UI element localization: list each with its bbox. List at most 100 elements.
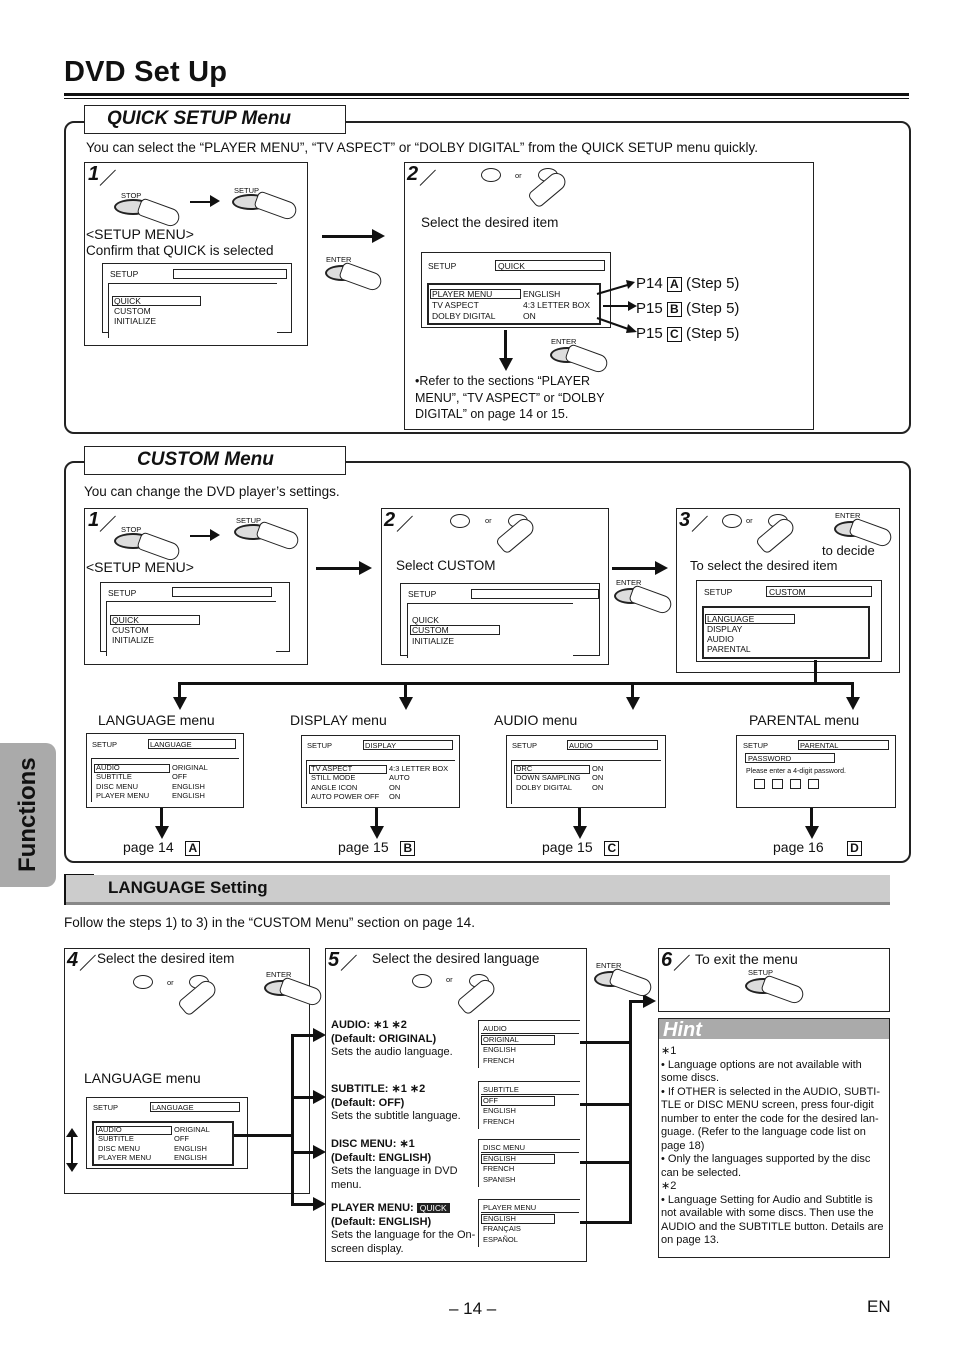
hint-title: Hint <box>663 1019 702 1041</box>
flow-arrow <box>322 235 374 238</box>
screen-title: SETUP <box>408 589 437 599</box>
flow-arrow-head <box>655 561 668 575</box>
option-highlight <box>481 1096 555 1106</box>
connector-arrow-head <box>643 994 656 1008</box>
row-value: 4:3 LETTER BOX <box>389 764 449 773</box>
digit-box <box>790 779 801 789</box>
screen-row-name: TV ASPECT <box>432 300 479 310</box>
branch-line <box>178 682 181 700</box>
enter-label: ENTER <box>326 255 352 264</box>
hint-line: ∗2 <box>661 1180 677 1192</box>
row-name: SUBTITLE <box>98 1134 134 1144</box>
row-value: ORIGINAL <box>172 763 208 772</box>
ref-page: P15 <box>636 325 663 342</box>
option: ORIGINAL <box>483 1034 519 1044</box>
ref-row: P15 B (Step 5) <box>636 300 739 317</box>
screen-list <box>407 603 573 658</box>
screen-tab: PARENTAL <box>800 741 839 750</box>
screen-item: INITIALIZE <box>412 636 455 646</box>
row-value: ON <box>592 773 604 783</box>
option-highlight <box>481 1214 555 1224</box>
lang-item-player-menu: PLAYER MENU: QUICK (Default: ENGLISH) Se… <box>331 1202 476 1256</box>
option-highlight <box>481 1154 555 1164</box>
screen-tab-field <box>148 739 236 749</box>
up-button-icon <box>481 168 501 182</box>
screen-row-name: PLAYER MENU <box>432 289 493 299</box>
row-value: OFF <box>174 1134 189 1144</box>
enter-label: ENTER <box>266 970 292 979</box>
down-arrow-head <box>499 358 513 371</box>
screen-title: SETUP <box>92 740 118 749</box>
option-title-underline <box>481 1024 579 1034</box>
title-rule <box>64 93 909 96</box>
screen-tab-field <box>495 260 605 271</box>
page-ref: page 15 <box>542 839 593 855</box>
screen-tab: CUSTOM <box>769 587 806 597</box>
screen-row-value: ON <box>523 311 536 321</box>
quick-step1-number: 1 <box>88 163 100 185</box>
quick-step2-number: 2 <box>407 163 419 185</box>
flow-arrow-head <box>359 561 372 575</box>
page-tag: C <box>604 841 620 856</box>
screen-row-name: DOLBY DIGITAL <box>432 311 496 321</box>
submenu-page: page 15 B <box>338 839 416 856</box>
arrow-right-head <box>210 195 220 207</box>
digit-box <box>772 779 783 789</box>
option: FRENCH <box>483 1164 515 1173</box>
connector-line <box>291 1034 315 1037</box>
connector-arrow-head <box>313 1145 326 1159</box>
arrow-right <box>190 535 212 537</box>
hint-line: • Language Setting for Audio and Subtitl… <box>661 1193 884 1247</box>
page-number: – 14 – <box>449 1299 497 1318</box>
hint-line: • Only the languages supported by the di… <box>661 1153 871 1179</box>
custom-step2-number: 2 <box>384 509 396 531</box>
connector-line <box>291 1203 315 1206</box>
language-setting-header: LANGUAGE Setting <box>66 875 890 905</box>
setup-label: SETUP <box>748 968 774 977</box>
screen-tab-field <box>471 589 599 599</box>
connector-line <box>291 1034 294 1206</box>
screen-tab: LANGUAGE <box>152 1103 194 1112</box>
item-name: DISC MENU: ∗1 <box>331 1138 415 1150</box>
screen-highlight <box>96 1126 172 1135</box>
password-prompt: Please enter a 4-digit password. <box>746 768 846 775</box>
connector-line <box>580 1103 632 1106</box>
row-value: ENGLISH <box>174 1143 207 1153</box>
page-arrow <box>160 808 163 828</box>
up-button-icon <box>450 514 470 528</box>
language-intro: Follow the steps 1) to 3) in the “CUSTOM… <box>64 915 475 930</box>
screen-title: SETUP <box>743 741 769 750</box>
screen-tab-field <box>173 269 287 279</box>
page-title: DVD Set Up <box>64 56 228 88</box>
screen-title: SETUP <box>110 269 139 279</box>
row-name: AUDIO <box>96 763 120 772</box>
option: ENGLISH <box>483 1106 516 1115</box>
option: AUDIO <box>483 1024 507 1033</box>
lang-step4-menu-label: LANGUAGE menu <box>84 1070 201 1086</box>
submenu-page: page 16 D <box>773 839 862 856</box>
option: FRENCH <box>483 1055 515 1065</box>
ref-row: P15 C (Step 5) <box>636 325 739 342</box>
stop-label: STOP <box>121 191 142 200</box>
screen-highlight <box>705 614 795 624</box>
ref-page: P14 <box>636 275 663 292</box>
item-name: SUBTITLE: ∗1 ∗2 <box>331 1083 426 1095</box>
screen-tab-field <box>172 587 272 597</box>
page-ref: page 15 <box>338 839 389 855</box>
branch-line <box>814 660 817 684</box>
enter-label: ENTER <box>551 337 577 346</box>
ref-tag: A <box>666 277 682 292</box>
quick-setup-section <box>64 121 911 434</box>
setup-label: SETUP <box>236 516 262 525</box>
screen-highlight <box>514 765 590 774</box>
arrow-right-head <box>210 529 220 541</box>
screen-row-value: ENGLISH <box>523 289 561 299</box>
arrow-right <box>190 201 212 203</box>
custom-section <box>64 461 911 863</box>
up-button-icon <box>133 975 153 989</box>
row-value: ON <box>592 764 604 773</box>
row-name: STILL MODE <box>311 773 356 783</box>
hint-line: ∗1 <box>661 1045 677 1057</box>
